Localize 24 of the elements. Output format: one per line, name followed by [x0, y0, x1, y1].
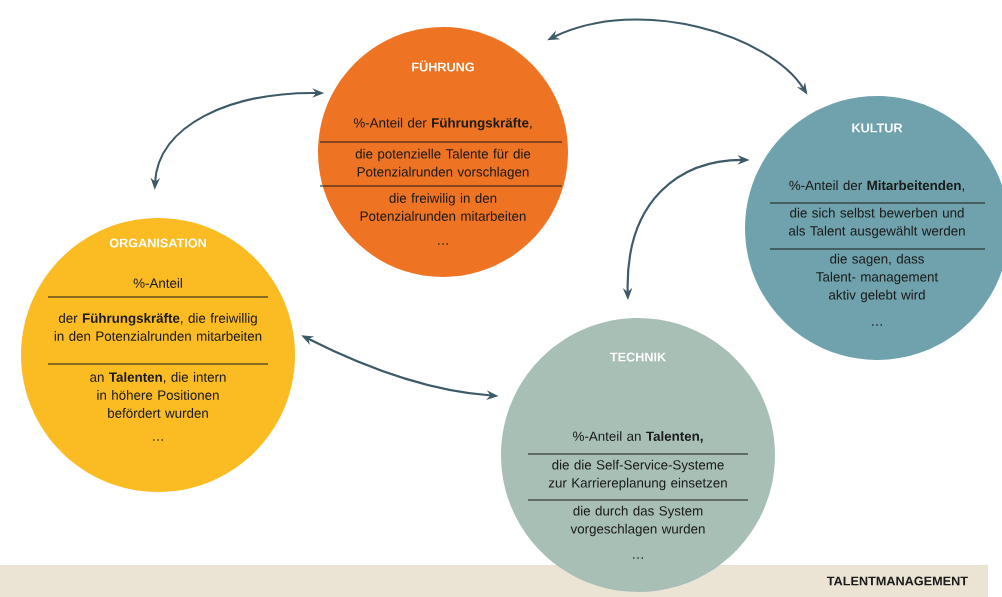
circle-node [318, 27, 568, 277]
circle-text: die sich selbst bewerben und als Talent ausgewählt werden [789, 207, 965, 239]
circle-node [21, 218, 295, 492]
circle-text: %-Anteil [133, 278, 182, 288]
circle-text: … [633, 557, 643, 559]
circle-text: … [153, 439, 163, 441]
circle-heading: TECHNIK [610, 352, 667, 362]
circle-text: … [872, 324, 882, 326]
circle-text: %-Anteil der Mitarbeitenden, [789, 180, 964, 192]
circle-text: … [438, 243, 448, 245]
circle-text: die durch das System vorgeschlagen wurden [570, 505, 705, 537]
circle-heading: KULTUR [852, 123, 903, 133]
circle-heading: FÜHRUNG [412, 60, 474, 72]
circle-text: die die Self-Service-Systeme zur Karriereplanung einsetzen [548, 459, 727, 491]
circle-text: %-Anteil der Führungskräfte, [353, 117, 532, 131]
circle-text: die freiwilig in den Potenzialrunden mitarbeiten [360, 193, 526, 221]
circle-text: der Führungskräfte, die freiwillig in den Potenzialrunden mitarbeiten [54, 313, 262, 341]
circle-text: die sagen, dass Talent- management aktiv gelebt wird [816, 253, 939, 303]
circle-text: an Talenten, die intern in höhere Positionen befördert wurden [90, 372, 226, 418]
circle-text: die potenzielle Talente für die Potenzialrunden vorschlagen [355, 148, 531, 180]
circle-text: %-Anteil an Talenten, [573, 431, 703, 443]
footer-band: TALENTMANAGEMENT [0, 565, 988, 597]
circle-heading: ORGANISATION [109, 238, 206, 248]
circle-node [501, 318, 775, 592]
